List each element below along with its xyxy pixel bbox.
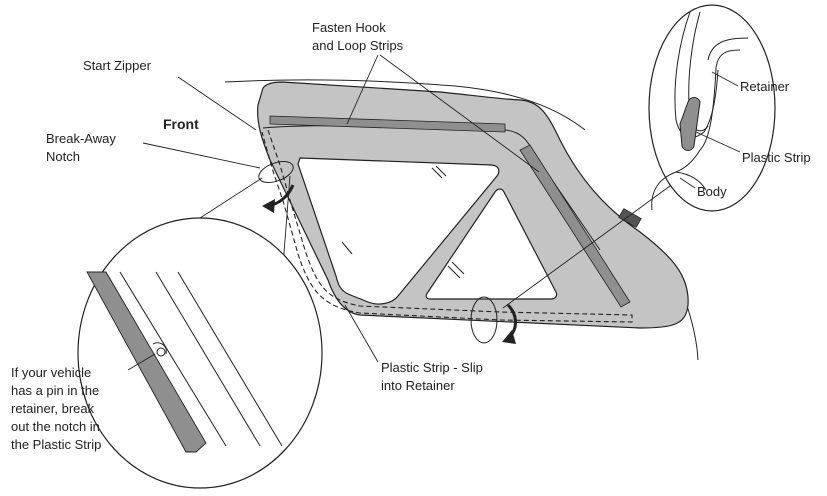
front-window-glare-1: [431, 165, 447, 179]
leader-break-away: [142, 142, 261, 169]
label-pin-note-line2: has a pin in the: [11, 383, 99, 398]
zoom-connector-top: [196, 177, 263, 221]
retainer-marker: [470, 296, 498, 344]
leader-zoom-right: [502, 182, 675, 309]
front-window-glare-2: [341, 241, 353, 255]
leader-fasten-2: [379, 54, 540, 173]
rotation-arrow-front-head: [262, 199, 275, 213]
label-start-zipper: Start Zipper: [83, 58, 152, 73]
notch-cutout: [152, 342, 167, 355]
hook-loop-strip-rear: [519, 144, 631, 308]
label-plastic-strip: Plastic Strip: [742, 150, 811, 165]
rotation-arrow-bottom-head: [502, 330, 516, 344]
label-fasten-line2: and Loop Strips: [312, 38, 404, 53]
label-breakaway-line2: Notch: [46, 149, 80, 164]
rear-window-glare: [447, 261, 465, 279]
break-away-notch-marker: [258, 161, 294, 183]
label-plastic-slip-line2: into Retainer: [381, 378, 455, 393]
detail-circle-left: [77, 217, 323, 489]
leader-start-zipper: [177, 76, 257, 131]
hook-loop-strip-top: [269, 115, 506, 133]
plastic-strip-dashed-line: [261, 129, 633, 323]
leader-plastic-slip: [344, 304, 379, 363]
label-front: Front: [163, 116, 199, 132]
leader-plastic-strip: [695, 131, 741, 153]
rear-window: [425, 188, 558, 300]
leader-pin-note: [127, 353, 156, 371]
leader-body: [679, 177, 696, 189]
label-pin-note-line1: If your vehicle: [11, 365, 91, 380]
label-retainer: Retainer: [740, 79, 790, 94]
label-breakaway-line1: Break-Away: [46, 131, 116, 146]
front-window: [297, 157, 500, 305]
label-body: Body: [697, 184, 727, 199]
plastic-strip-detail: [679, 97, 701, 151]
label-fasten-line1: Fasten Hook: [312, 20, 386, 35]
leader-fasten-1: [346, 54, 379, 125]
detail-circle-right: [648, 4, 776, 212]
label-pin-note-line3: retainer, break: [11, 401, 95, 416]
label-pin-note-line5: the Plastic Strip: [11, 437, 101, 452]
leader-retainer: [711, 71, 739, 87]
retainer-pin: [156, 347, 166, 357]
retainer-channel-strip: [86, 271, 207, 453]
label-pin-note-line4: out the notch in: [11, 419, 100, 434]
roof-outline: [224, 79, 586, 131]
label-plastic-slip-line1: Plastic Strip - Slip: [381, 360, 483, 375]
